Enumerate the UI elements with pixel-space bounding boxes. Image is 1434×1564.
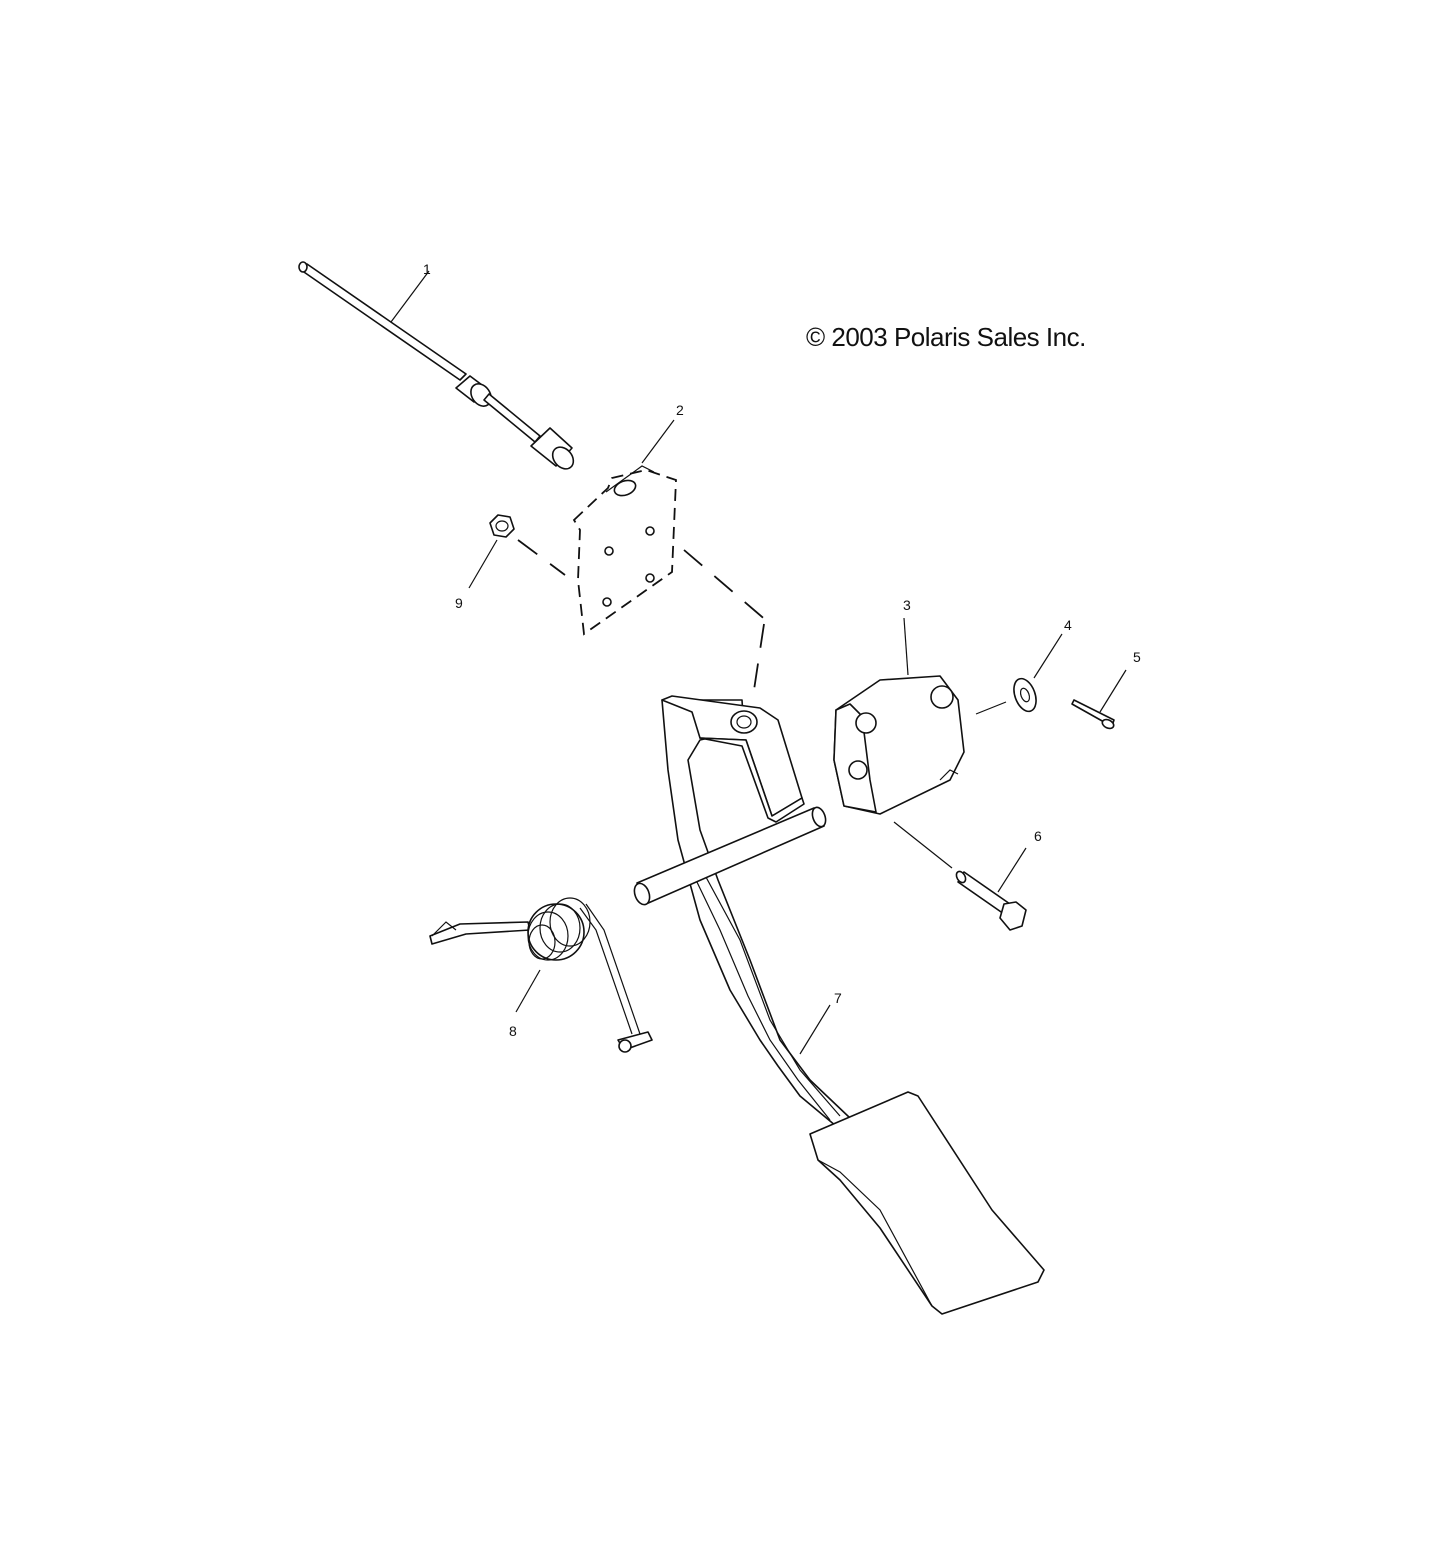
part-8-torsion-spring (429, 897, 653, 1053)
callout-8: 8 (509, 1023, 517, 1039)
part-1-throttle-cable (298, 261, 575, 470)
callout-9: 9 (455, 595, 463, 611)
callout-2: 2 (676, 402, 684, 418)
part-4-washer (1013, 633, 1063, 713)
copyright-notice: © 2003 Polaris Sales Inc. (806, 322, 1086, 352)
callout-5: 5 (1133, 649, 1141, 665)
callout-4: 4 (1064, 617, 1072, 633)
callout-1: 1 (423, 261, 431, 277)
callout-7: 7 (834, 990, 842, 1006)
part-9-nut (468, 514, 566, 589)
part-6-bolt (955, 847, 1027, 931)
part-3-pivot-block (833, 617, 1007, 869)
callout-6: 6 (1034, 828, 1042, 844)
part-2-mounting-bracket (572, 419, 769, 691)
callout-3: 3 (903, 597, 911, 613)
callout-labels: 1 2 3 4 5 6 7 8 9 (423, 261, 1141, 1039)
part-7-throttle-pedal (633, 695, 1045, 1315)
part-5-cotter-pin (1071, 669, 1127, 730)
